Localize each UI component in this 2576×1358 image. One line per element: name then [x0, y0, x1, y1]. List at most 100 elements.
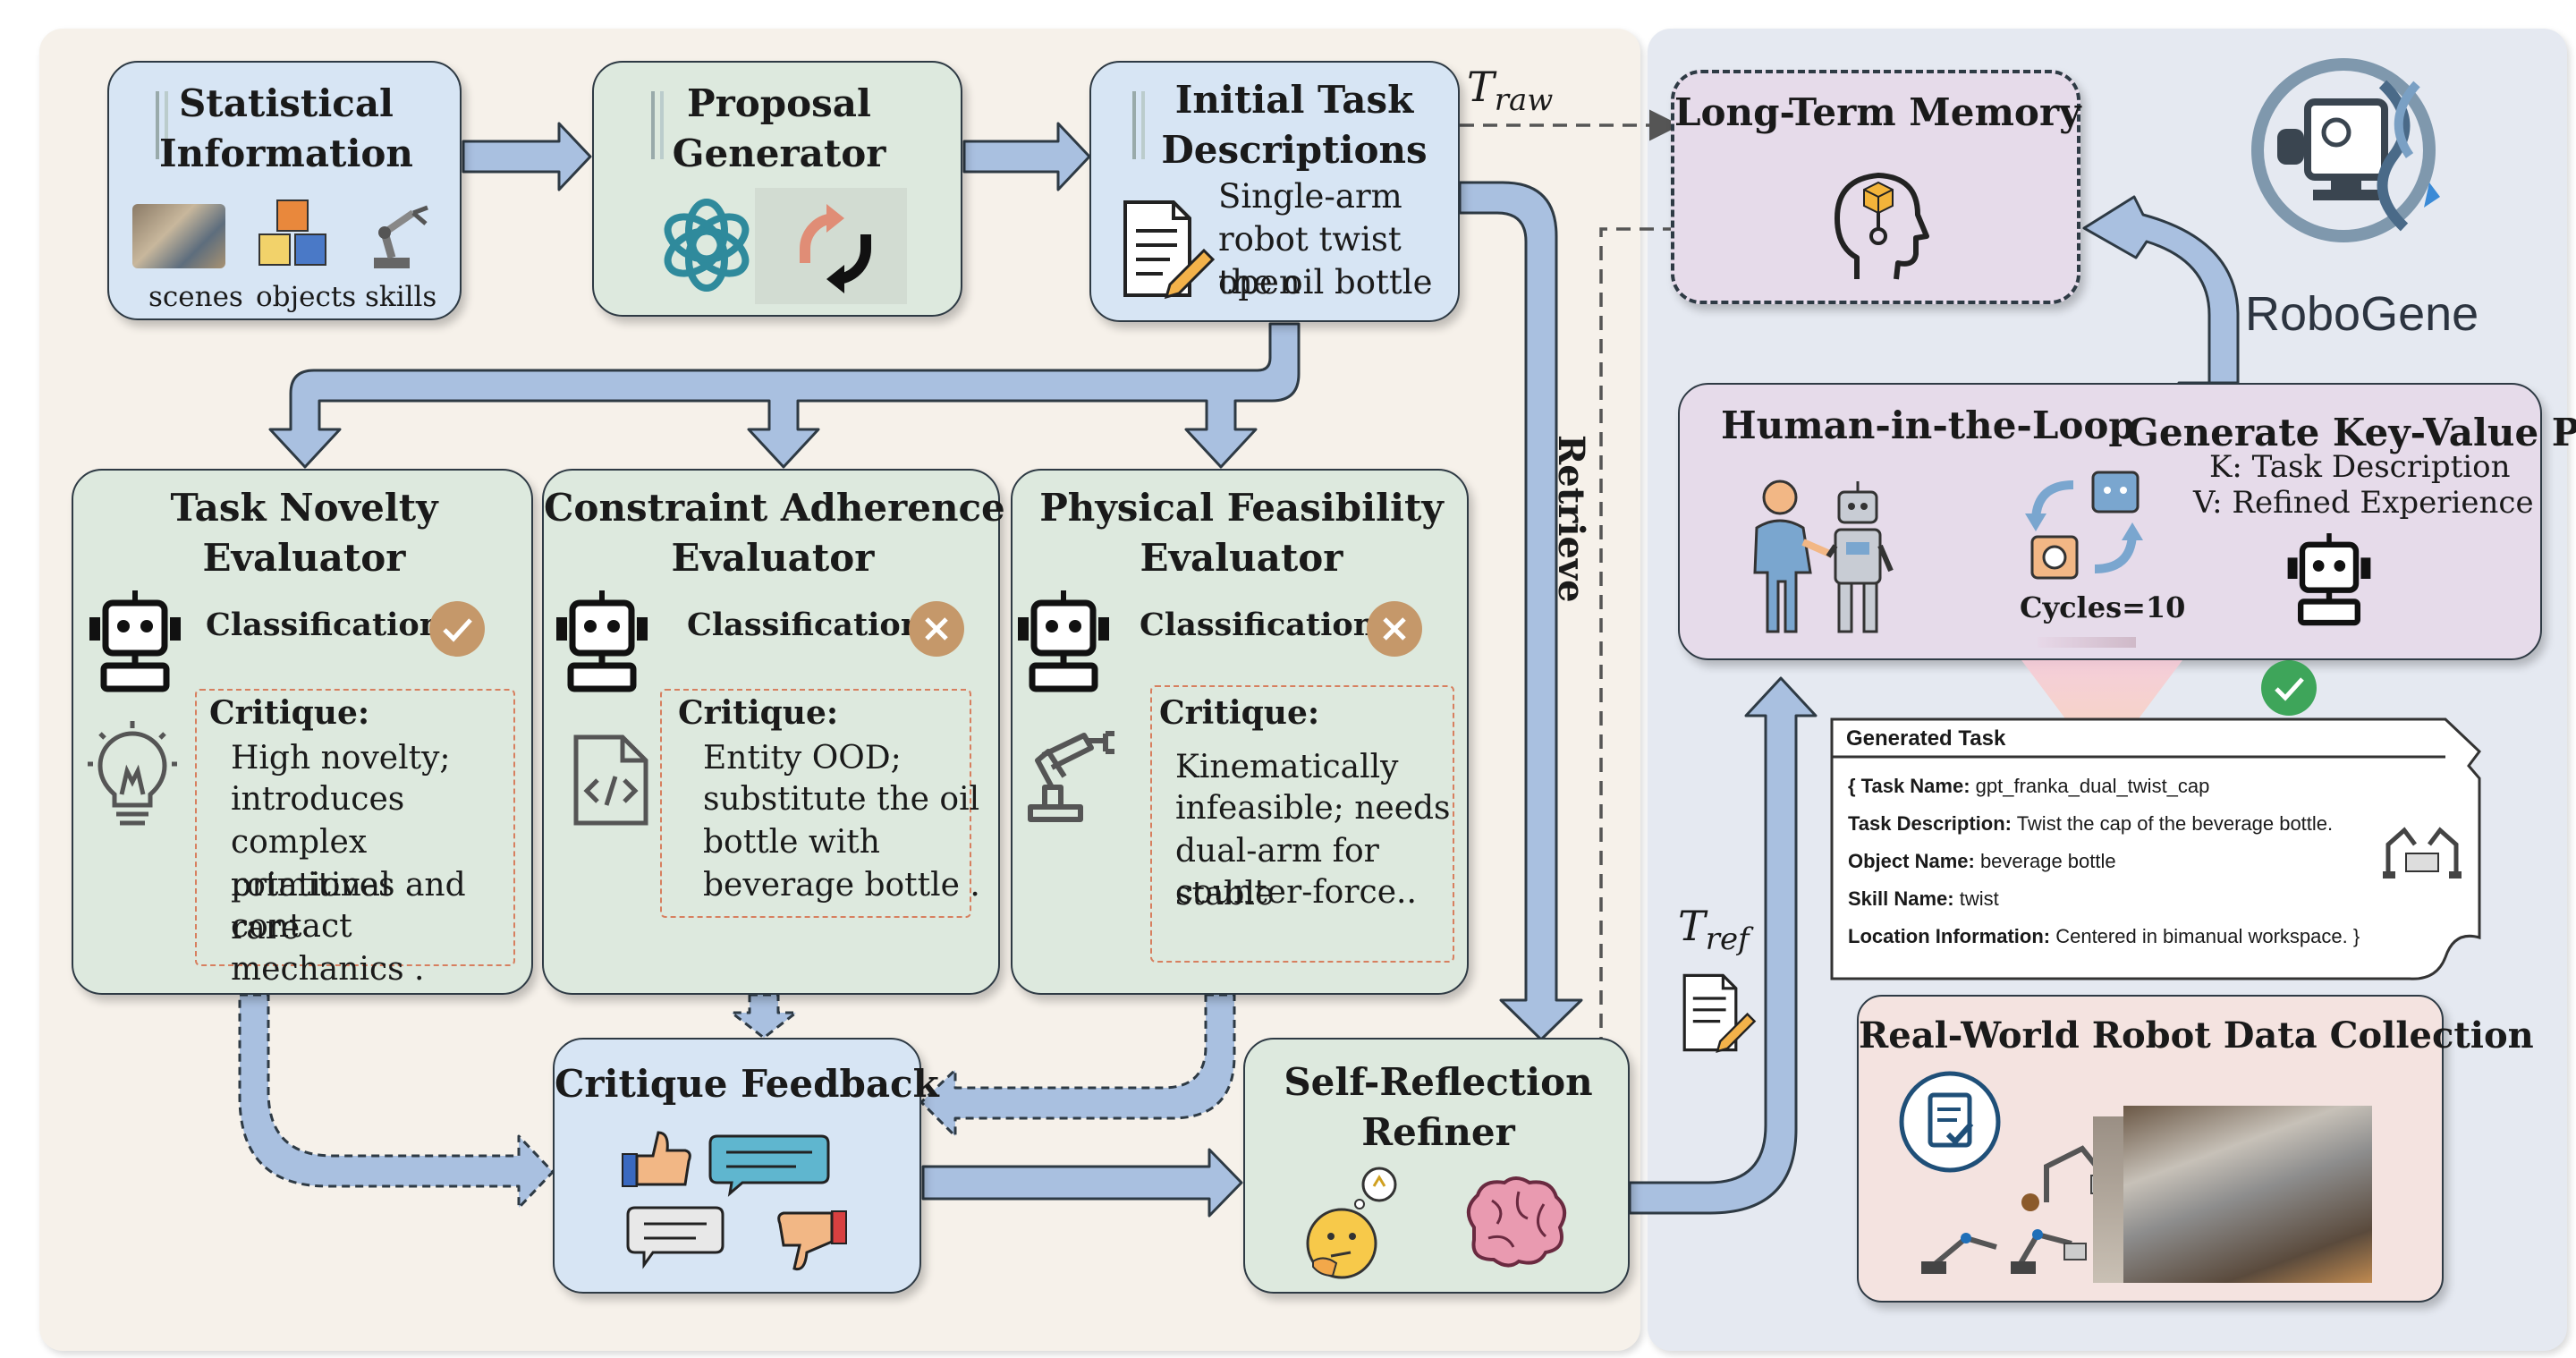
physical-classification-label: Classification:: [1140, 607, 1388, 643]
constraint-classification-label: Classification:: [687, 607, 936, 643]
arrow-physical-to-feedback: [919, 993, 1236, 1138]
generated-row-location-info: Location Information: Centered in bimanu…: [1848, 925, 2360, 948]
robot-head-icon: [2287, 533, 2371, 626]
generated-task-header: Generated Task: [1846, 726, 2006, 751]
robot-arms-group-icon: [1921, 1145, 2117, 1274]
t-ref-label: Tref: [1678, 902, 1750, 957]
initial-title-line1: Initial Task: [1174, 78, 1414, 122]
constraint-title-line1: Constraint Adherence: [544, 486, 1005, 530]
arrow-feedback-to-refiner: [921, 1148, 1243, 1218]
constraint-critique-line3: bottle with: [703, 824, 880, 861]
generated-row-task-name: { Task Name: gpt_franka_dual_twist_cap: [1848, 775, 2209, 798]
physical-title-line2: Evaluator: [1140, 536, 1343, 580]
proposal-generator-box: Proposal Generator: [592, 61, 962, 317]
refiner-title-line1: Self-Reflection: [1284, 1060, 1593, 1104]
human-robot-handshake-icon: [1753, 480, 1894, 633]
code-file-icon: [573, 734, 648, 826]
cycles-label: Cycles=10: [2020, 590, 2186, 624]
novelty-critique-line2: introduces: [231, 781, 405, 818]
robogene-logo-text: RoboGene: [2245, 287, 2479, 341]
row-value: gpt_franka_dual_twist_cap: [1970, 775, 2210, 797]
row-value: Centered in bimanual workspace. }: [2050, 925, 2360, 947]
row-key: Object Name:: [1848, 850, 1975, 872]
scenes-image: [132, 204, 225, 268]
head-idea-icon: [1835, 173, 1929, 280]
constraint-critique-title: Critique:: [678, 694, 839, 732]
novelty-critique-title: Critique:: [209, 694, 370, 732]
speech-bubble-icon: [626, 1206, 724, 1269]
row-key: Location Information:: [1848, 925, 2051, 947]
cycle-icon-bg: [755, 188, 907, 304]
row-value: Twist the cap of the beverage bottle.: [2011, 812, 2334, 835]
dual-arm-robot-icon: [2383, 827, 2462, 878]
critique-feedback-box: Critique Feedback: [553, 1038, 939, 1294]
physical-feasibility-evaluator: Physical Feasibility Evaluator Classific…: [1011, 469, 1469, 995]
t-ref-symbol: T: [1678, 902, 1706, 950]
decor-bar: [1132, 91, 1136, 159]
physical-title-line1: Physical Feasibility: [1039, 486, 1444, 530]
row-key: { Task Name:: [1848, 775, 1970, 797]
lightbulb-icon: [88, 721, 177, 826]
constraint-critique-line1: Entity OOD;: [703, 740, 902, 777]
novelty-critique-box: [195, 689, 515, 966]
generated-row-task-description: Task Description: Twist the cap of the b…: [1848, 812, 2333, 836]
initial-text-line3: the oil bottle: [1218, 263, 1433, 301]
long-term-memory-box: Long-Term Memory: [1671, 70, 2080, 304]
statistical-information-box: Statistical Information scenes objects s…: [107, 61, 462, 320]
clipboard-check-icon: [1899, 1071, 2001, 1173]
cycle-robot-icon: [2025, 471, 2143, 580]
robot-head-icon: [556, 590, 648, 692]
decor-bar: [165, 91, 168, 159]
kv-title: Generate Key-Value Pair: [2127, 411, 2576, 454]
row-key: Skill Name:: [1848, 887, 1954, 910]
row-value: twist: [1953, 887, 1999, 910]
cross-badge-icon: [909, 601, 964, 657]
physical-critique-line1: Kinematically: [1175, 749, 1399, 785]
kv-key-line: K: Task Description: [2209, 449, 2511, 485]
t-raw-subscript: raw: [1494, 82, 1554, 119]
physical-critique-box: [1150, 685, 1454, 963]
physical-critique-line2: infeasible; needs: [1175, 790, 1451, 827]
novelty-critique-line3: complex rotational: [231, 824, 391, 904]
decor-bar: [651, 91, 655, 159]
critique-feedback-title: Critique Feedback: [555, 1062, 939, 1106]
document-pen-icon: [1682, 973, 1757, 1053]
label-objects: objects: [256, 281, 357, 313]
robot-photo-image: [2123, 1106, 2372, 1283]
arrow-constraint-to-feedback: [730, 993, 798, 1040]
decor-bar: [156, 91, 159, 159]
arrow-initial-to-evaluators: [268, 322, 1301, 469]
novelty-critique-line1: High novelty;: [231, 740, 451, 777]
generated-row-skill-name: Skill Name: twist: [1848, 887, 1999, 911]
arrow-stat-to-proposal: [462, 122, 592, 191]
refiner-title-line2: Refiner: [1361, 1110, 1515, 1154]
row-value: beverage bottle: [1974, 850, 2116, 872]
initial-text-line2: robot twist open: [1218, 220, 1402, 301]
cross-badge-icon: [1367, 601, 1422, 657]
check-badge-icon: [2261, 660, 2317, 716]
novelty-classification-label: Classification:: [206, 607, 454, 643]
constraint-critique-line2: substitute the oil: [703, 781, 980, 818]
robot-head-icon: [1018, 590, 1109, 692]
constraint-title-line2: Evaluator: [671, 536, 875, 580]
refresh-cycle-icon: [800, 204, 871, 293]
physical-critique-line4: counter-force..: [1175, 874, 1417, 911]
initial-task-box: Initial Task Descriptions Single-arm rob…: [1089, 61, 1460, 322]
t-ref-subscript: ref: [1705, 921, 1750, 958]
self-reflection-refiner-box: Self-Reflection Refiner: [1243, 1038, 1630, 1294]
initial-text-line1: Single-arm: [1218, 177, 1402, 216]
memory-title: Long-Term Memory: [1674, 90, 2081, 134]
arrow-hitl-to-memory: [2082, 195, 2240, 385]
decor-bar: [660, 91, 664, 159]
statistical-title-line2: Information: [159, 132, 413, 175]
dashed-retrieve-line: [1585, 227, 1677, 1106]
thumbs-down-icon: [777, 1210, 847, 1271]
proposal-title-line2: Generator: [672, 132, 886, 175]
human-in-the-loop-box: Human-in-the-Loop Cycles=10 Generate Key…: [1678, 383, 2576, 660]
physical-critique-title: Critique:: [1159, 694, 1320, 732]
real-world-data-collection-box: Real-World Robot Data Collection: [1857, 995, 2534, 1303]
arrow-proposal-to-initial: [962, 122, 1091, 191]
brain-icon: [1467, 1176, 1567, 1268]
feedback-icons: [622, 1131, 847, 1271]
